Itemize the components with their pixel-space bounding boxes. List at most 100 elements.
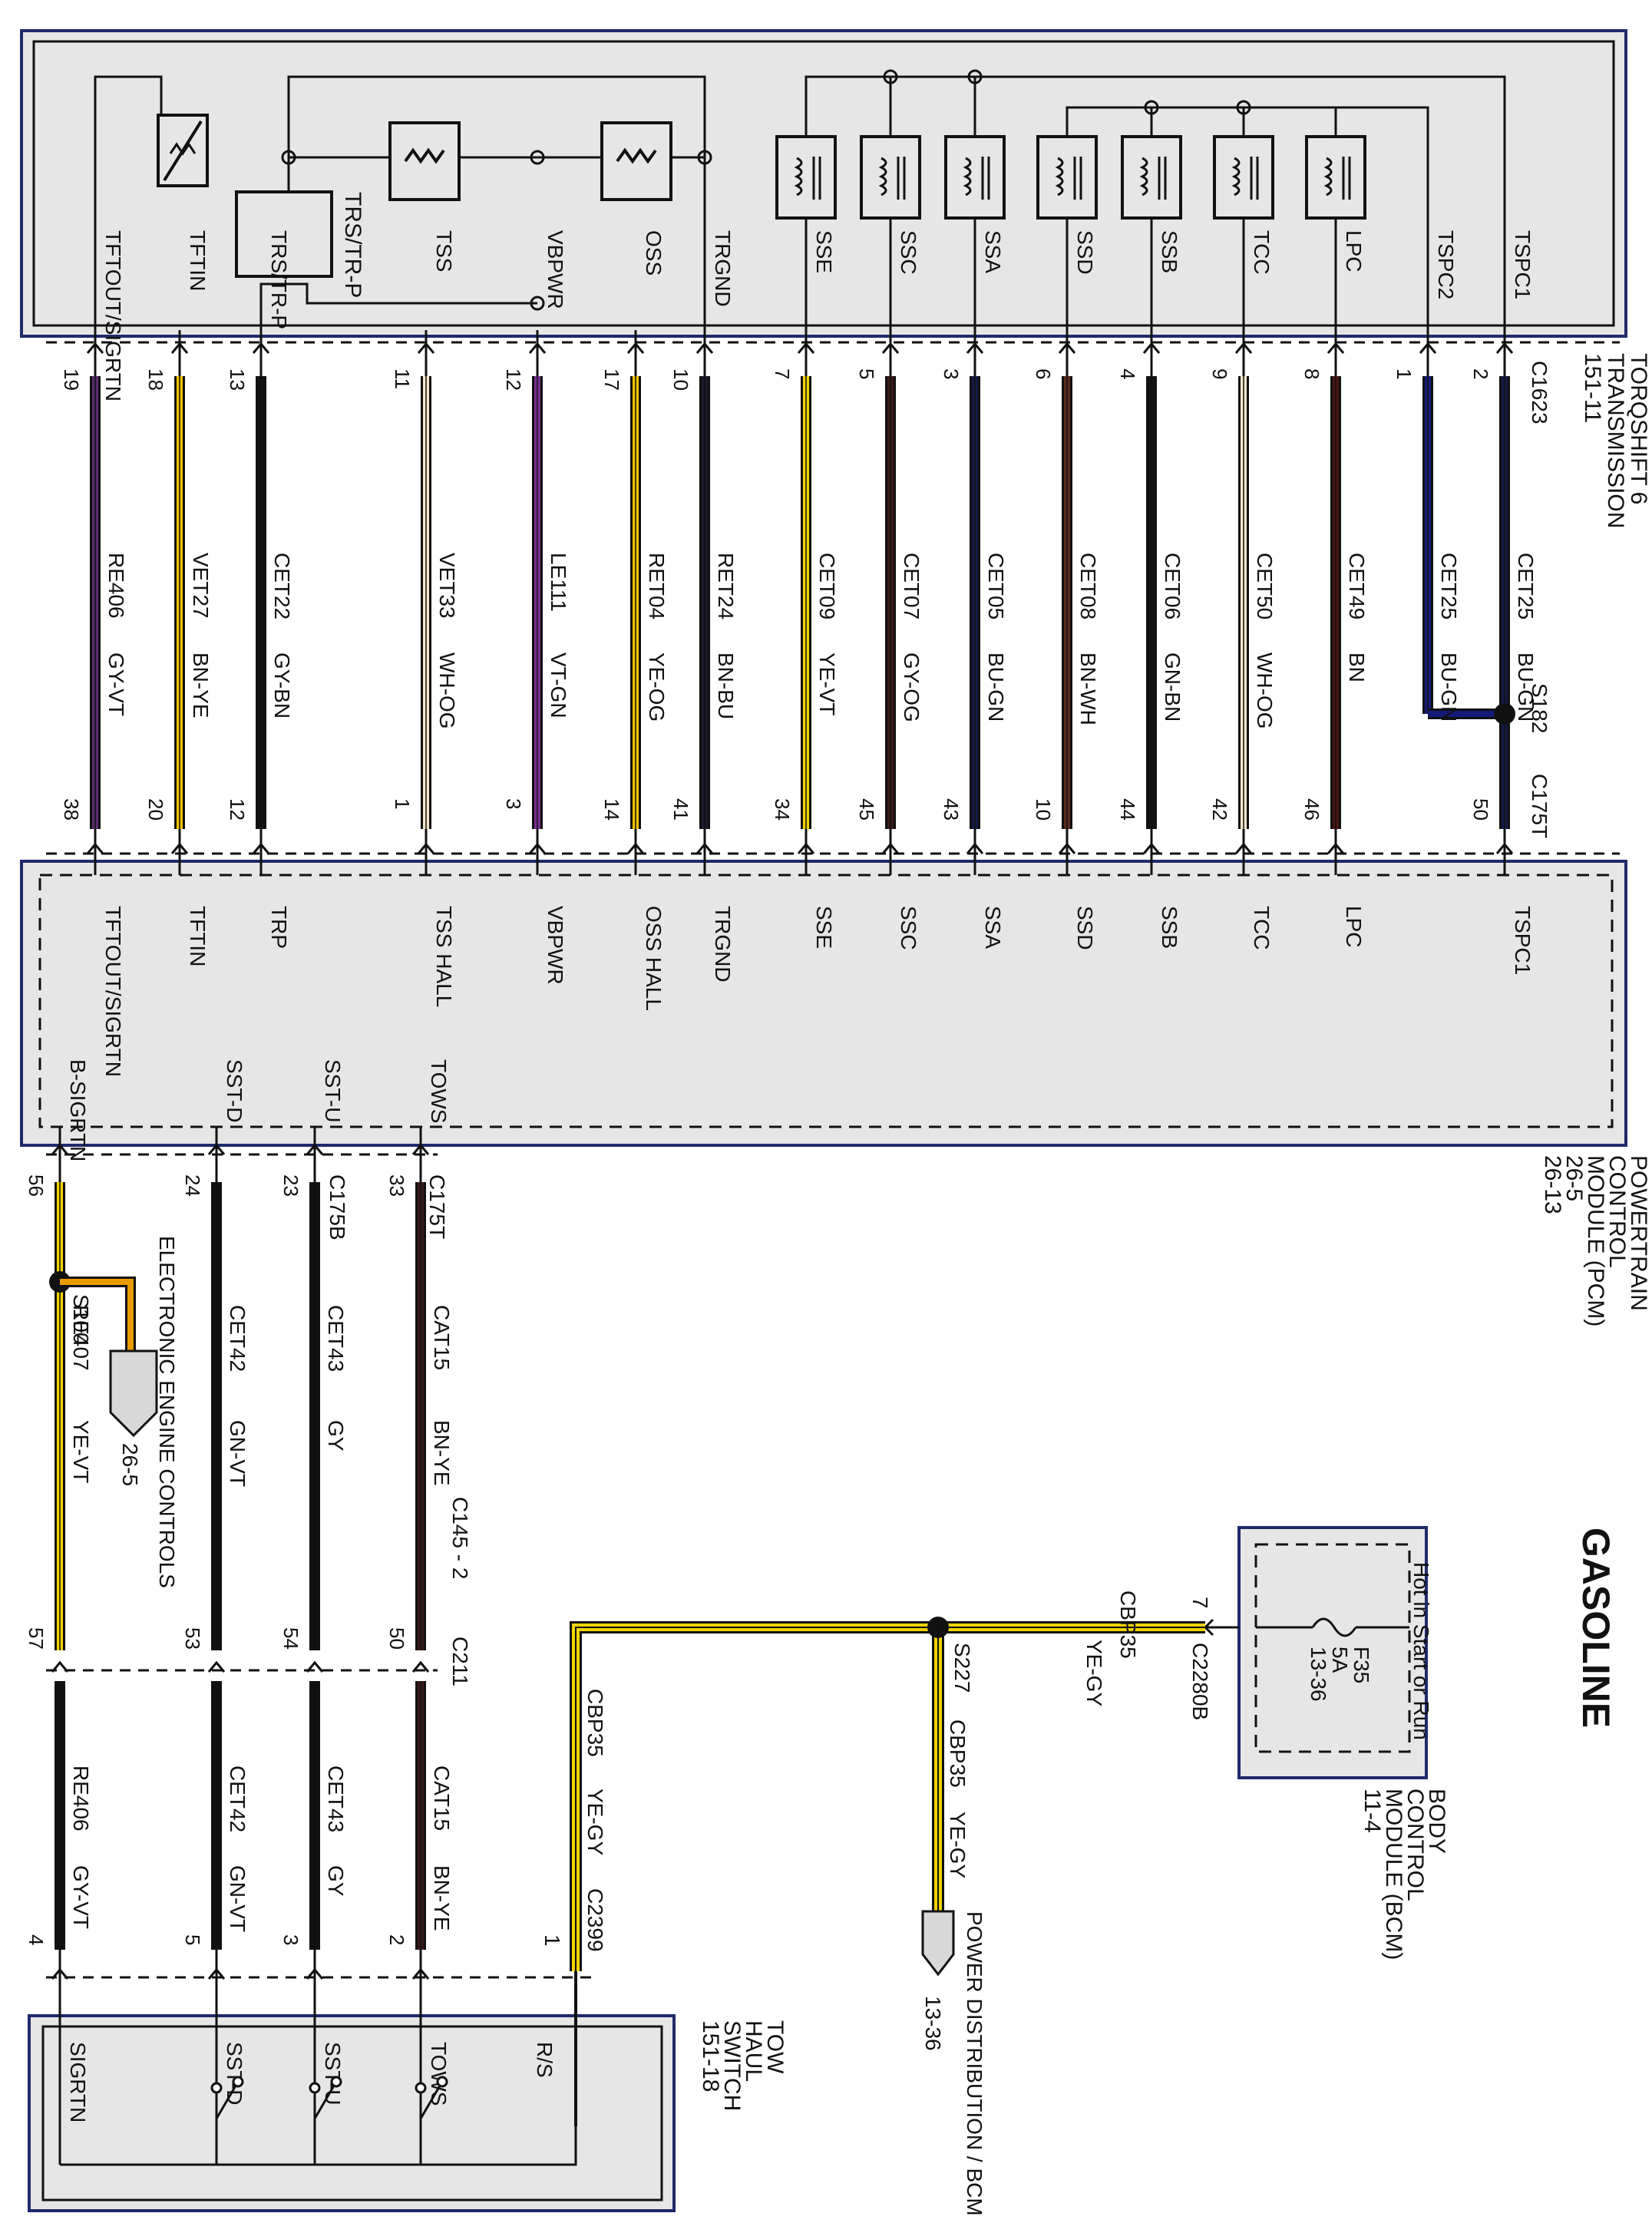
switch-contact-icon bbox=[415, 2082, 427, 2094]
pcm-pin-number: 50 bbox=[1469, 798, 1492, 821]
svg-text:TOW: TOW bbox=[762, 2020, 788, 2074]
pin-arrow bbox=[1419, 342, 1437, 354]
trans-pin-number: 3 bbox=[940, 368, 963, 379]
pcm-pin-number: 38 bbox=[60, 798, 83, 821]
pin-arrow bbox=[626, 342, 645, 354]
tow-haul-switch-contacts bbox=[60, 2076, 577, 2166]
trans-signal-label: TSPC2 bbox=[1434, 230, 1458, 299]
switch-contact-label: SST-D bbox=[223, 2042, 246, 2105]
svg-text:CONTROL: CONTROL bbox=[1403, 1789, 1428, 1901]
solenoid-coil-icon bbox=[1323, 157, 1333, 197]
pcm-pin-number: 34 bbox=[771, 798, 794, 821]
pin-arrow bbox=[1142, 842, 1161, 854]
c175t-top-label: C175T bbox=[1528, 774, 1551, 838]
c211-label: C211 bbox=[448, 1637, 472, 1686]
pin-arrow bbox=[966, 342, 984, 354]
svg-text:5A: 5A bbox=[1328, 1647, 1352, 1673]
c1623-label: C1623 bbox=[1528, 361, 1551, 424]
power-distribution-ref: POWER DISTRIBUTION / BCM bbox=[963, 1911, 986, 2216]
switch-arm-icon bbox=[419, 2081, 444, 2119]
circuit-label: CET25 bbox=[1514, 553, 1538, 619]
s182-splice bbox=[1494, 703, 1515, 725]
pcm-lower-pin-number: 24 bbox=[181, 1174, 204, 1197]
wire-color-label: YE-VT bbox=[815, 652, 839, 715]
circuit-label: CET08 bbox=[1076, 553, 1100, 619]
pin-arrow bbox=[1327, 842, 1345, 854]
trans-pin-number: 1 bbox=[1393, 368, 1416, 379]
pin-arrow bbox=[252, 342, 270, 354]
pcm-inner-frame bbox=[38, 874, 1614, 1128]
switch-contact-icon bbox=[210, 2082, 223, 2094]
pin-arrow bbox=[966, 842, 984, 854]
wire-color-label: GY-VT bbox=[104, 652, 128, 716]
cbp35-color-b: YE-GY bbox=[946, 1812, 970, 1878]
wire-color-label: BU-GN bbox=[984, 652, 1008, 722]
c175t-bottom-label: C175T bbox=[425, 1174, 449, 1239]
circuit-label: LE111 bbox=[547, 553, 570, 612]
circuit-label: RET04 bbox=[645, 553, 669, 619]
trans-signal-label: TRGND bbox=[711, 230, 735, 307]
svg-text:MODULE (BCM): MODULE (BCM) bbox=[1381, 1789, 1406, 1960]
pcm-pin-number: 43 bbox=[940, 798, 963, 821]
trans-signal-label: TCC bbox=[1250, 230, 1274, 275]
pcm-pin-number: 20 bbox=[144, 798, 167, 821]
pcm-lower-pin-number: 33 bbox=[385, 1174, 408, 1197]
inline-pin-a: 57 bbox=[25, 1627, 48, 1650]
trans-pin-number: 13 bbox=[226, 368, 249, 391]
rs-label: R/S bbox=[533, 2042, 557, 2078]
wire-color-label: GY-OG bbox=[900, 652, 923, 722]
cbp35-color-c: YE-GY bbox=[583, 1789, 607, 1855]
solenoid-box bbox=[944, 135, 1006, 220]
switch-contact-label: SIGRTN bbox=[66, 2042, 90, 2122]
pin-arrow bbox=[1234, 842, 1253, 854]
pin-arrow bbox=[207, 1660, 226, 1673]
pin-arrow bbox=[51, 1660, 69, 1673]
pin-arrow bbox=[1234, 342, 1253, 354]
solenoid-box bbox=[1213, 135, 1274, 220]
trans-pin-number: 8 bbox=[1300, 368, 1323, 379]
transmission-inner-frame bbox=[32, 40, 1615, 327]
trans-pin-number: 9 bbox=[1208, 368, 1231, 379]
solenoid-box bbox=[1036, 135, 1098, 220]
s227-label: S227 bbox=[950, 1643, 974, 1693]
pcm-lower-pin-number: 56 bbox=[25, 1174, 48, 1197]
trans-pin-number: 7 bbox=[771, 368, 794, 379]
solenoid-coil-icon bbox=[794, 157, 803, 197]
trans-pin-number: 10 bbox=[669, 368, 692, 391]
tow-haul-switch-label: TOW HAUL SWITCH 151-18 bbox=[698, 2020, 788, 2111]
pcm-pin-number: 46 bbox=[1300, 798, 1323, 821]
eec-ref-label: ELECTRONIC ENGINE CONTROLS bbox=[155, 1236, 179, 1588]
solenoid-group bbox=[775, 135, 1366, 220]
solenoid-box bbox=[860, 135, 921, 220]
cbp35-circuit-c: CBP35 bbox=[583, 1689, 607, 1757]
trs-box bbox=[235, 190, 333, 278]
pcm-signal-label: TRGND bbox=[711, 906, 735, 983]
s227-splice bbox=[927, 1617, 949, 1638]
wire-color-label: VT-GN bbox=[547, 652, 570, 718]
lower-color-a: GY bbox=[324, 1420, 348, 1452]
pin-arrow bbox=[306, 1660, 324, 1673]
pcm-signal-label: TFTIN bbox=[186, 906, 210, 966]
svg-text:SWITCH: SWITCH bbox=[719, 2020, 745, 2111]
trans-pin-number: 12 bbox=[502, 368, 525, 391]
inline-pin-a: 53 bbox=[181, 1627, 204, 1650]
inline-pin-a: 54 bbox=[279, 1627, 302, 1650]
lower-color-b: GN-VT bbox=[226, 1865, 249, 1932]
trans-signal-label: SSA bbox=[981, 230, 1005, 273]
trans-signal-label: TSPC1 bbox=[1511, 230, 1535, 299]
bcm-fuse-label: F35 5A 13-36 bbox=[1307, 1647, 1373, 1702]
switch-arm-icon bbox=[313, 2081, 338, 2119]
pin-arrow bbox=[417, 342, 435, 354]
bcm-module bbox=[1237, 1526, 1428, 1779]
solenoid-box bbox=[775, 135, 837, 220]
svg-text:26-5: 26-5 bbox=[1561, 1155, 1587, 1201]
lower-circuit-b: CET42 bbox=[226, 1766, 249, 1832]
trans-pin-number: 18 bbox=[144, 368, 167, 391]
pin-arrow bbox=[207, 1143, 226, 1155]
trans-pin-number: 6 bbox=[1032, 368, 1055, 379]
lower-color-b: BN-YE bbox=[430, 1865, 454, 1931]
pin-arrow bbox=[1495, 842, 1514, 854]
trans-signal-label: TSS bbox=[432, 230, 456, 272]
pin-arrow bbox=[881, 842, 900, 854]
